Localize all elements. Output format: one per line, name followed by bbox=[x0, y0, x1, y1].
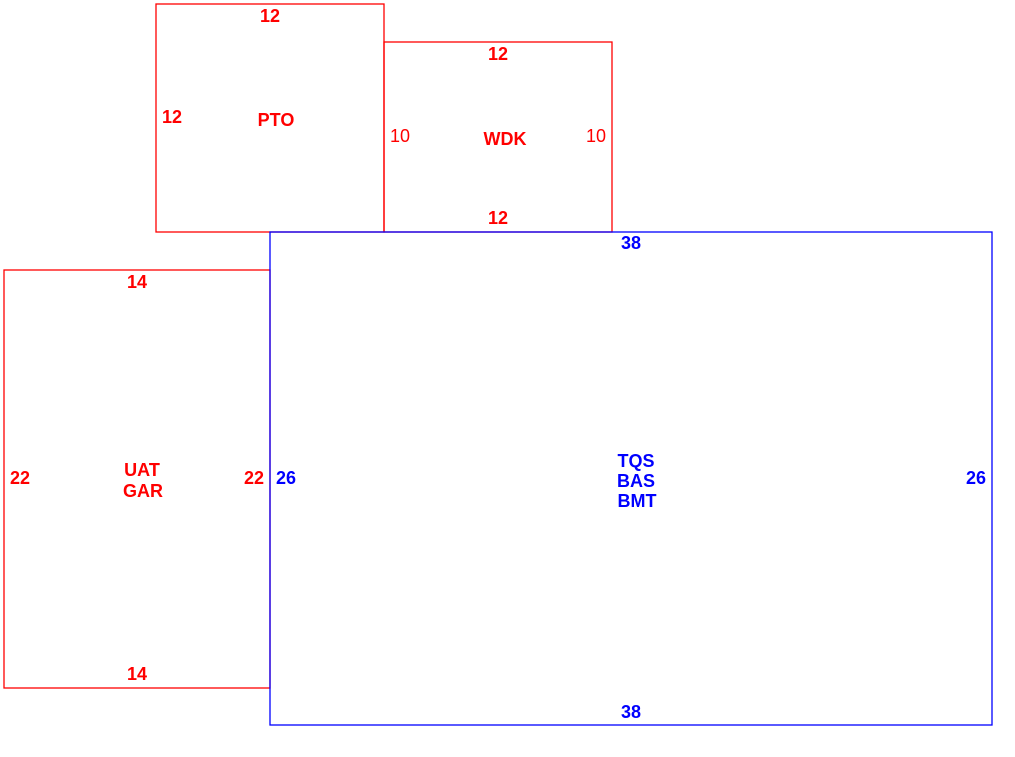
main-left-dimension: 26 bbox=[276, 468, 296, 488]
garage-right-dimension: 22 bbox=[244, 468, 264, 488]
wdk-left-dimension: 10 bbox=[390, 126, 410, 146]
main-right-dimension: 26 bbox=[966, 468, 986, 488]
garage-top-dimension: 14 bbox=[127, 272, 147, 292]
area-wdk: 12 10 10 WDK 12 bbox=[383, 41, 613, 233]
garage-label-1: UAT bbox=[124, 460, 160, 480]
main-bottom-dimension: 38 bbox=[621, 702, 641, 722]
main-top-dimension: 38 bbox=[621, 233, 641, 253]
main-label-1: TQS bbox=[617, 451, 654, 471]
pto-label: PTO bbox=[258, 110, 295, 130]
wdk-label: WDK bbox=[484, 129, 527, 149]
pto-left-dimension: 12 bbox=[162, 107, 182, 127]
area-garage: 14 22 UAT GAR 22 14 bbox=[3, 269, 271, 689]
main-label-2: BAS bbox=[617, 471, 655, 491]
area-pto: 12 12 PTO bbox=[155, 3, 385, 233]
pto-top-dimension: 12 bbox=[260, 6, 280, 26]
wdk-right-dimension: 10 bbox=[586, 126, 606, 146]
garage-left-dimension: 22 bbox=[10, 468, 30, 488]
main-label-3: BMT bbox=[618, 491, 657, 511]
wdk-top-dimension: 12 bbox=[488, 44, 508, 64]
garage-label-2: GAR bbox=[123, 481, 163, 501]
area-main: 38 26 TQS BAS BMT 26 38 bbox=[269, 231, 993, 726]
main-outline bbox=[269, 231, 993, 726]
wdk-bottom-dimension: 12 bbox=[488, 208, 508, 228]
garage-bottom-dimension: 14 bbox=[127, 664, 147, 684]
